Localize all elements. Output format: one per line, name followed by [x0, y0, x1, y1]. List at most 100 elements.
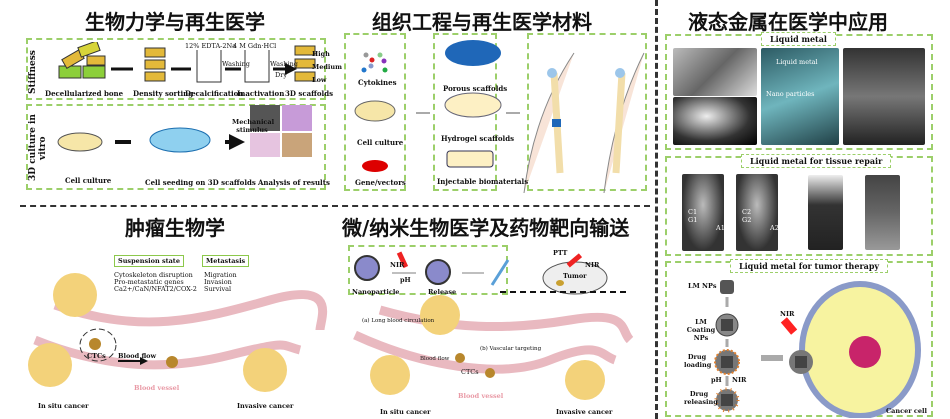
reagent-label: 12% EDTA-2Na	[185, 42, 237, 50]
nir-laser-icon	[396, 251, 409, 269]
render-label: Nano particles	[766, 90, 815, 98]
xray-bone-2	[736, 174, 778, 251]
xray-label: A2	[770, 224, 779, 232]
exoskeleton-arm-photo	[808, 175, 843, 250]
section-title-liquid-metal: 液态金属在医学中应用	[688, 10, 888, 34]
panel-title: Liquid metal	[761, 32, 836, 46]
cell-culture-dish-icon	[354, 100, 396, 122]
level-low: Low	[312, 76, 327, 84]
xray-label: A1	[716, 224, 725, 232]
input-label: Cell culture	[357, 138, 404, 147]
density-stack-icon	[144, 47, 166, 82]
invasive-tumor	[243, 348, 287, 392]
therapy-step-label: Drug releasing	[684, 390, 718, 406]
biomechanics-illustration	[57, 42, 316, 157]
washing-label: Washing	[270, 60, 298, 68]
result-image-sem	[250, 105, 280, 131]
render-label: Liquid metal	[776, 58, 818, 66]
release-label: Release	[428, 288, 457, 296]
xray-label: G2	[742, 216, 752, 224]
blood-vessel-lower	[33, 335, 302, 370]
metastasis-item: Invasion	[204, 278, 232, 286]
step-label: 3D scaffolds	[285, 89, 334, 98]
nanoparticle-panel	[348, 245, 508, 295]
invasive-label: Invasive cancer	[556, 408, 613, 416]
panel-title: Liquid metal for tissue repair	[741, 154, 892, 168]
material-label: Injectable biomaterials	[437, 177, 529, 186]
ctcs-label: CTCs	[87, 352, 106, 360]
invasive-label: Invasive cancer	[237, 402, 294, 410]
in-situ-label: In situ cancer	[38, 402, 89, 410]
nanoparticle-label: Nanoparticle	[352, 288, 400, 296]
beaker-icon	[196, 50, 270, 83]
nir-label: NIR	[780, 310, 795, 318]
inputs-panel	[344, 33, 406, 191]
reagent-label: 4 M Gdn·HCl	[233, 42, 277, 50]
xray-label: C1	[688, 208, 698, 216]
ctcs-label: CTCs	[461, 368, 479, 376]
in-situ-tumor	[28, 343, 72, 387]
dry-label: Dry	[275, 71, 287, 79]
liquid-droplet-photo	[673, 48, 757, 96]
gene-vector-icon	[362, 160, 388, 172]
level-medium: Medium	[312, 63, 342, 71]
input-label: Cytokines	[358, 78, 397, 87]
nir-label: NIR	[585, 261, 600, 269]
material-label: Porous scaffolds	[443, 84, 508, 93]
metastasis-box: Metastasis	[202, 255, 250, 267]
bone-blocks-icon	[58, 42, 106, 79]
syringe-icon	[490, 259, 510, 286]
nir-label: NIR	[390, 261, 405, 269]
therapy-step-label: LM NPs	[688, 282, 717, 290]
culture-step-label: Analysis of results	[258, 178, 330, 187]
nir-label: NIR	[732, 376, 747, 384]
blood-flow-label: Blood flow	[420, 356, 450, 362]
metastasis-item: Survival	[204, 285, 232, 293]
liquid-metal-spheres-photo	[673, 97, 757, 145]
bone-defect-icon	[552, 119, 561, 127]
step-label: Inactivation	[237, 89, 285, 98]
level-high: High	[312, 50, 330, 58]
panel-title: Liquid metal for tumor therapy	[730, 259, 889, 273]
cancer-cell-label: Cancer cell	[886, 407, 927, 415]
suspension-item: Cytoskeleton disruption	[114, 271, 193, 279]
xray-bone-1	[682, 174, 724, 251]
input-label: Gene/vectors	[355, 178, 406, 187]
tissue-engineering-illustration	[354, 40, 645, 193]
scaffold-stack-icon	[294, 45, 316, 82]
nano-illustration	[353, 251, 634, 400]
liquid-metal-hand-photo	[843, 48, 925, 145]
tumor-label: Tumor	[563, 272, 587, 280]
vascular-targeting-label: (b) Vascular targeting	[480, 346, 542, 352]
metastasis-item: Migration	[204, 271, 237, 279]
bone-panel	[527, 33, 647, 191]
in-situ-label: In situ cancer	[380, 408, 431, 416]
blood-vessel-upper	[378, 305, 634, 344]
exoskeleton-legs-photo	[865, 175, 900, 250]
step-label: Decellularized bone	[45, 89, 124, 98]
petri-dish-icon	[57, 132, 103, 152]
nir-laser-icon	[780, 317, 798, 335]
step-label: Density sorting	[133, 89, 194, 98]
blood-vessel-label: Blood vessel	[458, 392, 504, 400]
stiffness-label: Stiffness	[28, 50, 38, 94]
blood-flow-label: Blood flow	[118, 352, 157, 360]
culture-step-label: Cell culture	[65, 176, 112, 185]
porous-scaffold-icon	[445, 40, 501, 66]
therapy-step-label: Drug loading	[684, 353, 712, 369]
vertical-divider	[655, 0, 658, 419]
tumor-cluster	[53, 273, 97, 317]
ptt-label: PTT	[553, 249, 568, 257]
nanoparticle-icon	[354, 255, 380, 281]
long-circulation-label: (a) Long blood circulation	[362, 318, 435, 324]
tumor-illustration	[28, 273, 328, 392]
suspension-item: Pro-metastatic genes	[114, 278, 184, 286]
ctc-icon	[89, 338, 101, 350]
step-label: Decalcification	[185, 89, 244, 98]
hydrogel-scaffold-icon	[444, 92, 502, 118]
nucleus-icon	[849, 336, 881, 368]
stiffness-panel	[26, 38, 326, 100]
culture-label: 3D culture in vitro	[28, 114, 48, 182]
blood-vessel-label: Blood vessel	[134, 384, 180, 392]
ph-label: pH	[400, 276, 411, 284]
